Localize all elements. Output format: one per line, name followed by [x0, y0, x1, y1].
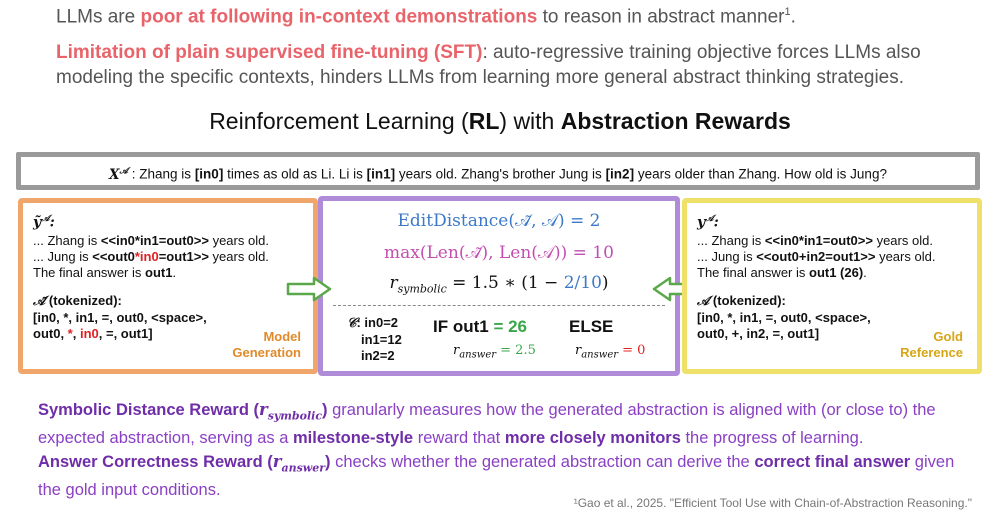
reward-computation-box: EditDistance(𝒜̃, 𝒜) = 2 max(Len(𝒜̃), Len… [318, 196, 680, 376]
answer-reward-wrong: ranswer = 0 [575, 343, 646, 361]
edit-distance-formula: EditDistance(𝒜̃, 𝒜) = 2 [397, 211, 601, 231]
generation-line-3: The final answer is out1. [33, 264, 177, 280]
footnote-citation: ¹Gao et al., 2025. "Efficient Tool Use w… [573, 496, 972, 510]
max-length-formula: max(Len(𝒜̃), Len(𝒜)) = 10 [384, 243, 614, 263]
question-box: X𝒜 : Zhang is [in0] times as old as Li. … [16, 152, 980, 190]
symbolic-reward-formula: rsymbolic = 1.5 ∗ (1 − 2/10) [389, 273, 609, 296]
gold-line-3: The final answer is out1 (26). [697, 264, 867, 280]
divider-dashed [333, 305, 665, 306]
gold-tokens-2: out0, +, in2, =, out1] [697, 325, 820, 341]
generation-line-1: ... Zhang is <<in0*in1=out0>> years old. [33, 232, 269, 248]
answer-reward-explanation: Answer Correctness Reward (ranswer) chec… [38, 452, 955, 500]
sft-limitation-text: Limitation of plain supervised fine-tuni… [56, 42, 921, 88]
arrow-right-icon [286, 276, 332, 302]
answer-reward-correct: ranswer = 2.5 [453, 343, 536, 361]
gold-line-1: ... Zhang is <<in0*in1=out0>> years old. [697, 232, 933, 248]
gold-symbol: y𝒜: [697, 214, 719, 231]
else-condition: ELSE [569, 317, 614, 336]
symbolic-reward-explanation: Symbolic Distance Reward (rsymbolic) gra… [38, 400, 936, 448]
model-generation-box: ỹ𝒜: ... Zhang is <<in0*in1=out0>> years … [18, 198, 318, 374]
generation-line-2: ... Jung is <<out0*in0=out1>> years old. [33, 248, 269, 264]
input-conditions: 𝒞: in0=2 in1=12 in2=2 [347, 315, 402, 363]
generation-tokenized-label: 𝒜̃ (tokenized): [33, 292, 122, 309]
diagram-title: Reinforcement Learning (RL) with Abstrac… [209, 108, 791, 134]
gold-reference-box: y𝒜: ... Zhang is <<in0*in1=out0>> years … [682, 198, 982, 374]
question-symbol: X𝒜 [109, 166, 129, 183]
generation-tokens-1: [in0, *, in1, =, out0, <space>, [33, 309, 207, 325]
gold-tokenized-label: 𝒜 (tokenized): [697, 292, 786, 309]
generation-tokens-2: out0, *, in0, =, out1] [33, 325, 153, 341]
if-condition: IF out1 = 26 [433, 317, 528, 336]
generation-symbol: ỹ𝒜: [33, 214, 55, 231]
intro-line: LLMs are poor at following in-context de… [56, 6, 796, 28]
gold-tokens-1: [in0, *, in1, =, out0, <space>, [697, 309, 871, 325]
gold-line-2: ... Jung is <<out0+in2=out1>> years old. [697, 248, 936, 264]
